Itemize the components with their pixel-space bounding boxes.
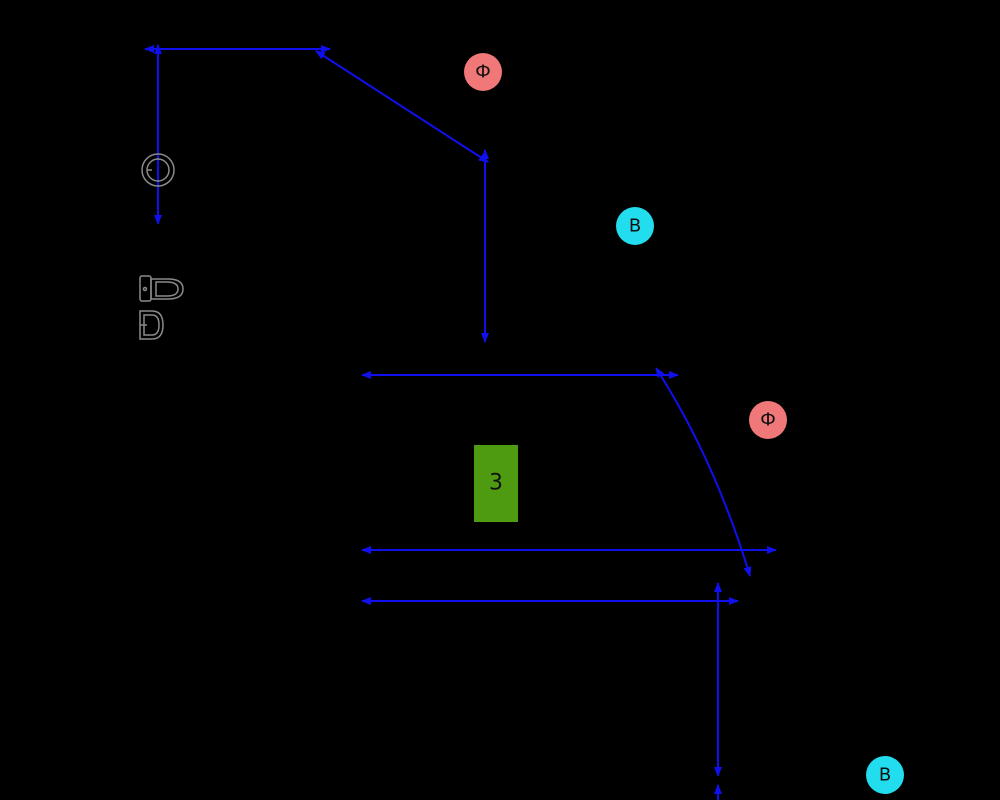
- pipe-diagonal-top: [315, 50, 489, 163]
- badge-b-top: В: [616, 207, 654, 245]
- toilet-icon: [139, 275, 184, 302]
- room-tag: 3: [474, 445, 518, 522]
- floor-drain-icon: [141, 153, 175, 187]
- badge-phi-top: Ф: [464, 53, 502, 91]
- badge-phi-top-label: Ф: [475, 62, 491, 83]
- badge-b-bottom-label: В: [879, 765, 891, 786]
- pipe-network: [144, 44, 777, 800]
- badge-b-bottom: В: [866, 756, 904, 794]
- badge-phi-mid: Ф: [749, 401, 787, 439]
- room-tag-label: 3: [489, 471, 503, 496]
- washbasin-icon: [139, 310, 164, 340]
- badge-phi-mid-label: Ф: [760, 410, 776, 431]
- room-tag-box: [474, 445, 518, 522]
- badge-b-top-label: В: [629, 216, 641, 237]
